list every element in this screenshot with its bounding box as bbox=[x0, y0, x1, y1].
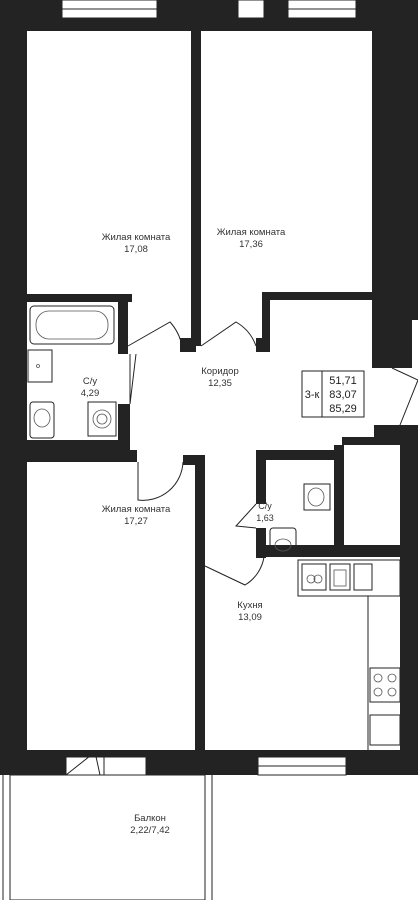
room-balcony: Балкон 2,22/7,42 bbox=[130, 813, 170, 836]
room-name: Коридор bbox=[201, 366, 239, 377]
room-name: Жилая комната bbox=[102, 504, 171, 515]
room-name: С/у bbox=[258, 501, 272, 511]
dishwasher-icon bbox=[301, 563, 327, 591]
room-area: 13,09 bbox=[238, 612, 262, 623]
apartment-type: 3-к bbox=[305, 389, 320, 401]
room-living-3: Жилая комната 17,27 bbox=[102, 504, 171, 527]
room-area: 4,29 bbox=[81, 388, 100, 399]
toilet-2-icon bbox=[269, 527, 297, 555]
bathtub-icon bbox=[29, 305, 115, 345]
kitchen-counter bbox=[297, 559, 401, 750]
room-area: 1,63 bbox=[256, 513, 274, 523]
door-kitchen bbox=[204, 556, 265, 586]
sink-2-icon bbox=[303, 483, 331, 511]
doors bbox=[65, 321, 418, 776]
toilet-icon bbox=[29, 401, 55, 439]
room-name: Жилая комната bbox=[102, 232, 171, 243]
room-area: 17,08 bbox=[124, 244, 148, 255]
room-area: 17,27 bbox=[124, 516, 148, 527]
walls bbox=[0, 0, 418, 775]
summary-box: 3-к 51,71 83,07 85,29 bbox=[301, 370, 365, 418]
fridge-icon bbox=[353, 563, 373, 591]
window-top-2 bbox=[237, 0, 265, 19]
stove-icon bbox=[369, 667, 401, 703]
room-name: С/у bbox=[83, 376, 98, 387]
door-balcony bbox=[65, 751, 101, 776]
radiator-icon bbox=[369, 714, 401, 746]
door-living-3 bbox=[137, 461, 184, 501]
washing-machine-icon bbox=[87, 401, 117, 437]
total-area: 83,07 bbox=[329, 389, 357, 401]
windows bbox=[61, 0, 357, 776]
room-bath-1: С/у 4,29 bbox=[81, 376, 100, 399]
room-bath-2: С/у 1,63 bbox=[256, 501, 274, 523]
room-area: 17,36 bbox=[239, 239, 263, 250]
room-kitchen: Кухня 13,09 bbox=[237, 600, 262, 623]
room-area: 12,35 bbox=[208, 378, 232, 389]
total-with-balcony: 85,29 bbox=[329, 403, 357, 415]
room-living-2: Жилая комната 17,36 bbox=[217, 227, 286, 250]
door-bath-1 bbox=[129, 353, 137, 405]
door-living-1 bbox=[127, 321, 183, 347]
room-name: Кухня bbox=[237, 600, 262, 611]
room-name: Балкон bbox=[134, 813, 166, 824]
sink-icon bbox=[27, 349, 53, 383]
door-living-2 bbox=[200, 321, 257, 347]
room-area: 2,22/7,42 bbox=[130, 825, 170, 836]
room-living-1: Жилая комната 17,08 bbox=[102, 232, 171, 255]
room-corridor: Коридор 12,35 bbox=[201, 366, 239, 389]
door-entrance bbox=[391, 367, 418, 426]
door-bath-2 bbox=[234, 503, 257, 529]
kitchen-sink-icon bbox=[329, 563, 351, 591]
living-area: 51,71 bbox=[329, 375, 357, 387]
balcony-outline bbox=[2, 774, 213, 900]
room-name: Жилая комната bbox=[217, 227, 286, 238]
